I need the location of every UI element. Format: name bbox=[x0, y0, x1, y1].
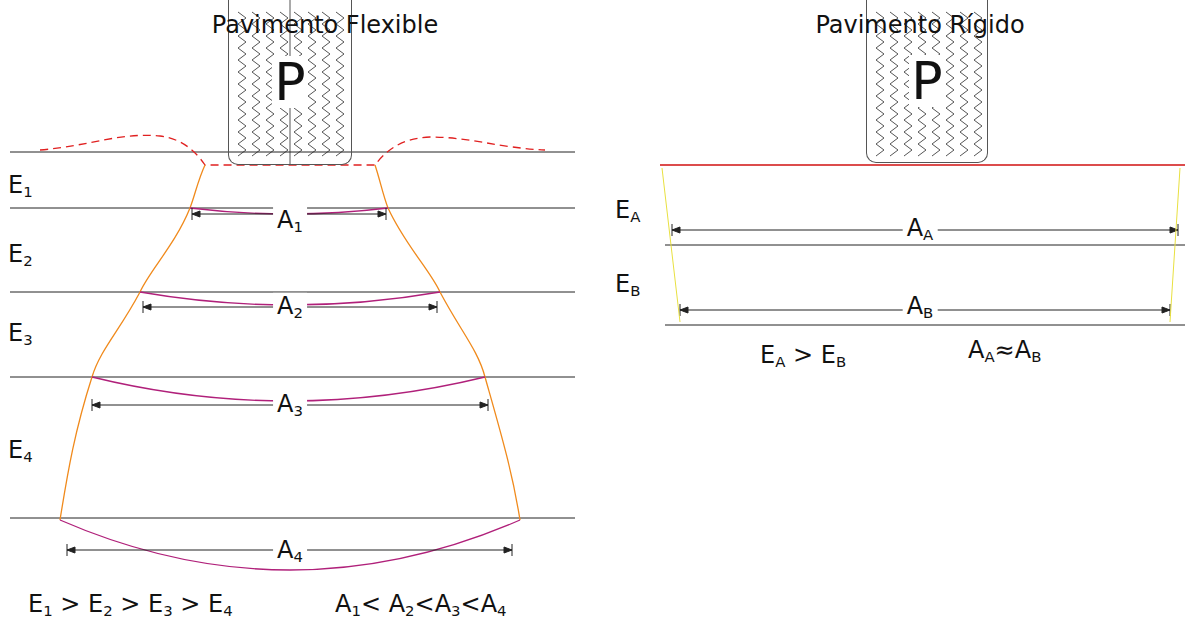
area-label: A3 bbox=[273, 391, 307, 417]
relation-note: A1< A2<A3<A4 bbox=[335, 591, 507, 617]
slab-surface bbox=[660, 164, 1185, 166]
area-label: AA bbox=[903, 215, 938, 241]
layer-label: E1 bbox=[8, 172, 33, 198]
stress-envelope bbox=[662, 168, 680, 322]
layer-label: E2 bbox=[8, 241, 33, 267]
layer-label: EA bbox=[615, 197, 640, 223]
area-label: AB bbox=[903, 293, 938, 319]
title: Pavimento Flexible bbox=[212, 12, 438, 38]
deflection-basin bbox=[40, 135, 545, 165]
layer-boundary bbox=[665, 325, 1185, 326]
dimension-line bbox=[67, 208, 1178, 556]
relation-note: AA≈AB bbox=[968, 337, 1041, 363]
pressure-bulb bbox=[60, 208, 520, 570]
layer-boundary bbox=[665, 245, 1185, 246]
stress-envelope bbox=[1170, 168, 1180, 322]
relation-note: E1 > E2 > E3 > E4 bbox=[28, 591, 233, 617]
area-label: A2 bbox=[273, 293, 307, 319]
area-label: A1 bbox=[273, 207, 307, 233]
layer-boundaries bbox=[10, 152, 575, 518]
layer-label: E4 bbox=[8, 437, 33, 463]
stress-envelope bbox=[60, 165, 205, 520]
area-label: A4 bbox=[273, 537, 307, 563]
load-symbol: P bbox=[909, 55, 944, 107]
layer-label: E3 bbox=[8, 320, 33, 346]
relation-note: EA > EB bbox=[760, 342, 846, 368]
title: Pavimento Rígido bbox=[815, 12, 1024, 38]
stress-envelope bbox=[375, 165, 520, 520]
load-symbol: P bbox=[272, 56, 307, 108]
layer-label: EB bbox=[615, 271, 640, 297]
